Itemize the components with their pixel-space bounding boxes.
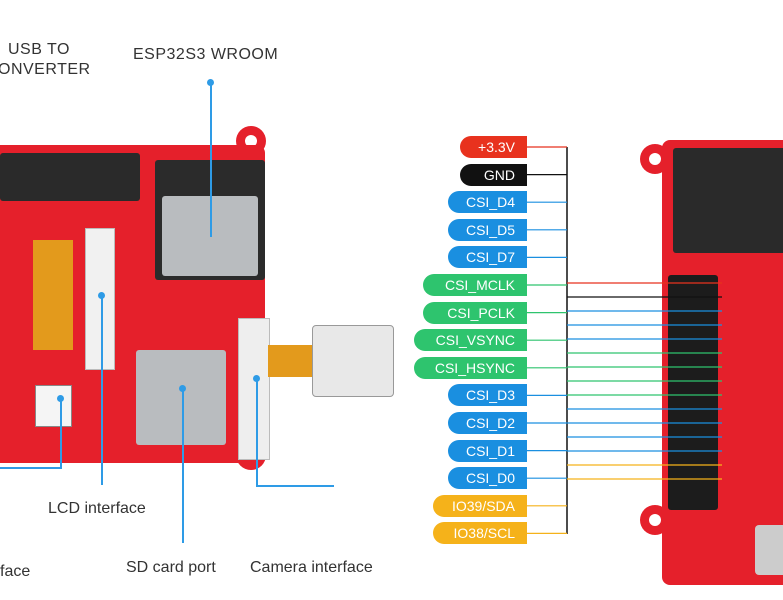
lcd-leader bbox=[101, 295, 103, 485]
usb-label-line2: ONVERTER bbox=[0, 61, 91, 78]
sd-card-slot bbox=[136, 350, 226, 445]
camera-module bbox=[312, 325, 394, 397]
pin-label: CSI_D4 bbox=[448, 191, 527, 214]
sd-leader bbox=[182, 388, 184, 543]
pin-label: GND bbox=[460, 163, 527, 186]
pin-label: CSI_D7 bbox=[448, 246, 527, 269]
usb-c-port bbox=[755, 525, 783, 575]
pin-label: CSI_D3 bbox=[448, 384, 527, 407]
pin-label: CSI_D0 bbox=[448, 467, 527, 490]
pin-label: IO39/SDA bbox=[433, 494, 527, 517]
esp32s3-module-back bbox=[673, 148, 783, 253]
pin-header bbox=[668, 275, 718, 510]
pin-label: CSI_VSYNC bbox=[414, 329, 527, 352]
pin-label: CSI_D5 bbox=[448, 218, 527, 241]
camera-fpc bbox=[268, 345, 318, 377]
camera-label: Camera interface bbox=[250, 559, 373, 576]
pin-label: CSI_MCLK bbox=[423, 274, 527, 296]
pin-label: IO38/SCL bbox=[433, 522, 527, 545]
pin-label: +3.3V bbox=[460, 136, 527, 158]
esp-leader bbox=[210, 82, 212, 237]
lcd-fpc bbox=[33, 240, 73, 350]
esp-label: ESP32S3 WROOM bbox=[133, 46, 279, 63]
small-connector bbox=[35, 385, 72, 427]
usb-label: USB TO ONVERTER bbox=[0, 40, 91, 80]
camera-leader bbox=[256, 378, 258, 486]
usb-label-line1: USB TO bbox=[8, 41, 70, 58]
small-leader-h bbox=[0, 467, 62, 469]
camera-leader-h bbox=[256, 485, 334, 487]
lcd-label: LCD interface bbox=[48, 500, 146, 517]
usb-header bbox=[0, 153, 140, 201]
pin-label: CSI_D2 bbox=[448, 412, 527, 434]
pin-label: CSI_D1 bbox=[448, 439, 527, 462]
pin-label: CSI_HSYNC bbox=[414, 356, 527, 379]
sd-label: SD card port bbox=[126, 559, 216, 576]
small-leader bbox=[60, 398, 62, 468]
partial-label: face bbox=[0, 563, 31, 580]
camera-connector bbox=[238, 318, 270, 460]
lcd-connector bbox=[85, 228, 115, 370]
pin-label: CSI_PCLK bbox=[423, 301, 527, 324]
